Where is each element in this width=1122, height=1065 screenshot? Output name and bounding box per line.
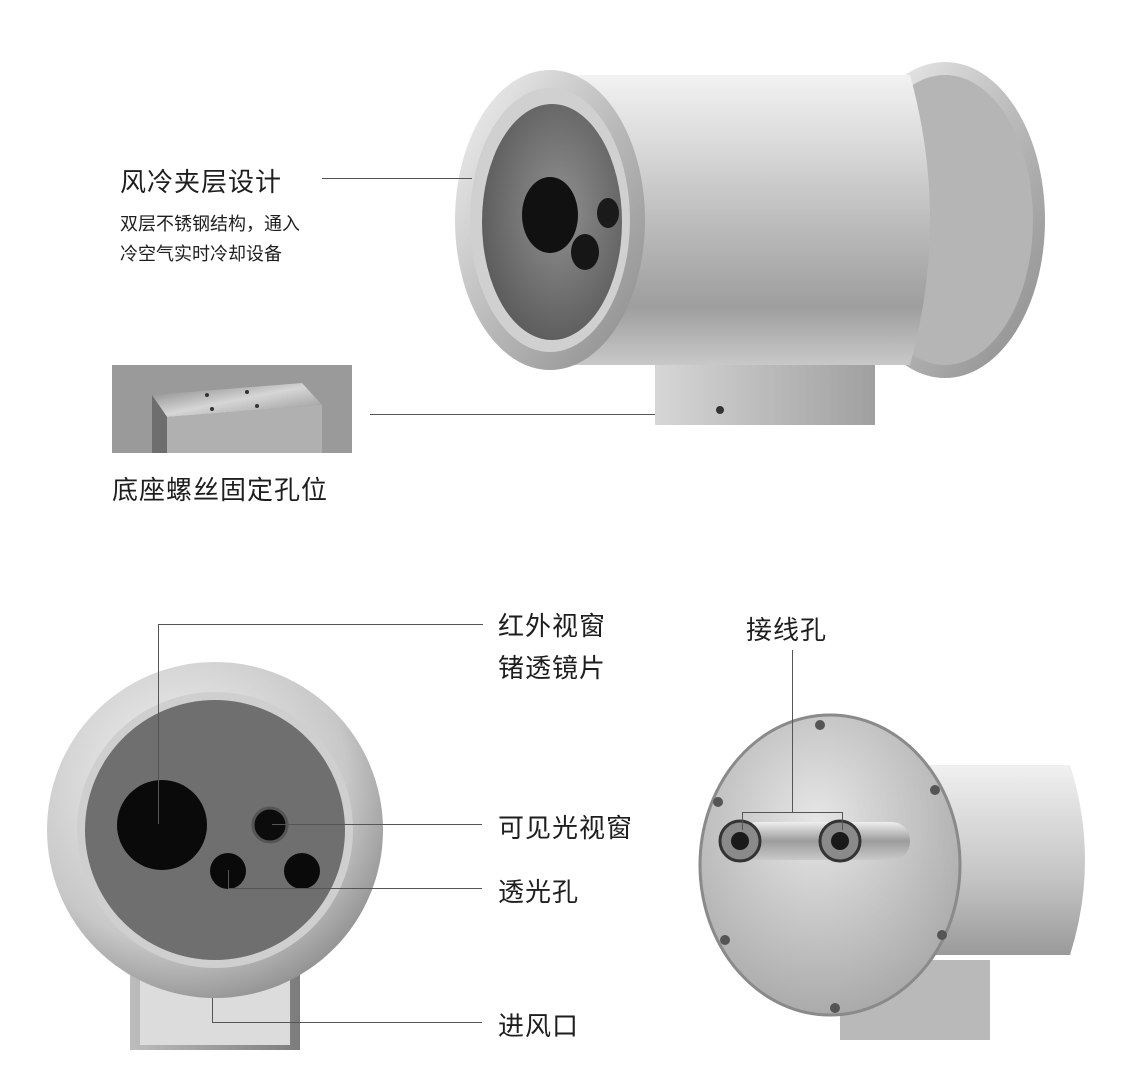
air-inlet-leader-horizontal [212, 1022, 482, 1023]
ir-window-label: 红外视窗 锗透镜片 [498, 606, 606, 690]
base-plate-image [112, 365, 352, 453]
ir-leader-horizontal [158, 624, 483, 625]
base-label: 底座螺丝固定孔位 [112, 476, 329, 506]
feature-desc-line1: 双层不锈钢结构，通入 [120, 214, 300, 235]
ir-window-line2: 锗透镜片 [498, 654, 607, 684]
wiring-leader-horizontal [742, 812, 842, 813]
visible-leader [272, 824, 482, 825]
base-leader-line [370, 414, 655, 415]
feature-title: 风冷夹层设计 [120, 168, 283, 198]
air-inlet-leader-vertical [212, 998, 213, 1022]
ir-leader-vertical [158, 624, 159, 824]
camera-housing-image [455, 62, 1045, 425]
visible-window-label: 可见光视窗 [498, 814, 634, 844]
wiring-leader-left-drop [742, 812, 743, 830]
light-hole-leader-horizontal [228, 888, 482, 889]
light-hole-leader-vertical [228, 870, 229, 888]
feature-desc-line2: 冷空气实时冷却设备 [120, 244, 282, 265]
wiring-leader-right-drop [842, 812, 843, 830]
ir-window-line1: 红外视窗 [498, 612, 607, 642]
rear-view-image [698, 713, 1085, 1040]
front-view-image [47, 662, 383, 1050]
light-hole-label: 透光孔 [498, 878, 580, 908]
wiring-holes-label: 接线孔 [746, 616, 828, 646]
air-inlet-label: 进风口 [498, 1012, 580, 1042]
wiring-leader-vertical [792, 650, 793, 812]
feature-leader-line [322, 178, 472, 179]
feature-description: 双层不锈钢结构，通入 冷空气实时冷却设备 [120, 210, 300, 270]
